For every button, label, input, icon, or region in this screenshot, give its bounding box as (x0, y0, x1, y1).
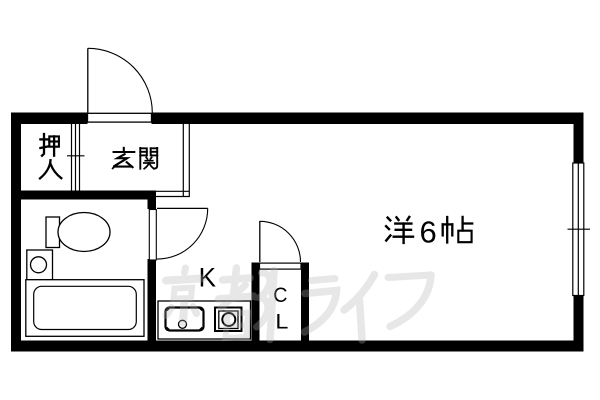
svg-text:6: 6 (420, 215, 437, 250)
svg-text:L: L (275, 310, 288, 334)
svg-text:C: C (273, 283, 287, 307)
svg-text:K: K (199, 263, 216, 293)
